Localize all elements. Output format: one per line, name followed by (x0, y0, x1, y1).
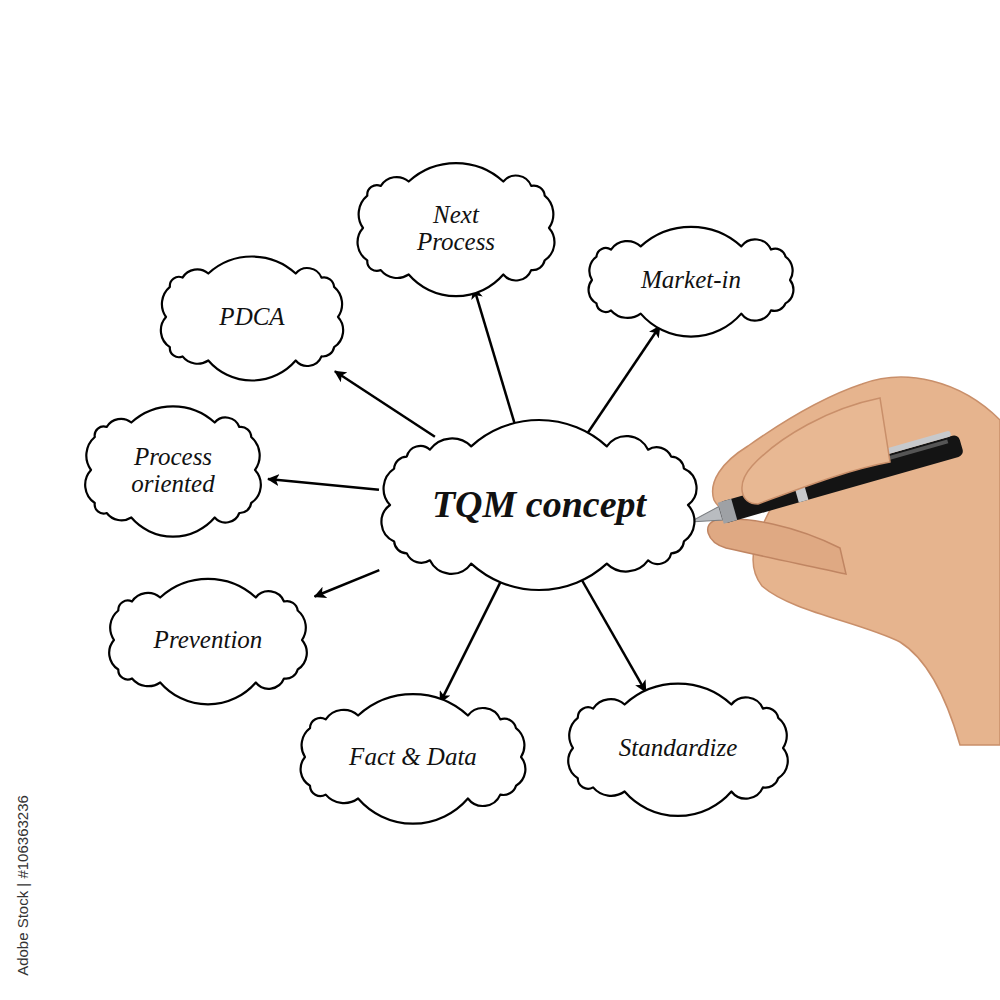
concept-cloud: Process oriented (84, 415, 262, 525)
concept-cloud: Prevention (107, 590, 309, 690)
cloud-content: PDCA (159, 266, 345, 368)
hand (713, 377, 1000, 745)
concept-label: Process oriented (113, 443, 233, 498)
arrow-connector (474, 288, 518, 436)
arrow-connector (579, 575, 646, 692)
concept-label: Prevention (154, 626, 263, 654)
concept-cloud: Next Process (356, 174, 556, 282)
concept-cloud: PDCA (159, 266, 345, 368)
hand-finger (742, 398, 890, 504)
cloud-content: Process oriented (84, 415, 262, 525)
arrow-connector (335, 371, 435, 437)
central-cloud: TQM concept (383, 439, 695, 571)
cloud-path (109, 579, 307, 705)
cloud-content: Next Process (356, 174, 556, 282)
arrow-connector (268, 479, 379, 490)
cloud-path (85, 406, 261, 536)
arrow-connector (586, 326, 660, 436)
concept-cloud: Standardize (566, 697, 790, 799)
concept-label: PDCA (219, 303, 284, 331)
cloud-path (381, 420, 696, 590)
central-title: TQM concept (432, 484, 646, 526)
watermark-id: Adobe Stock | #106363236 (14, 795, 31, 976)
cloud-path (568, 684, 788, 816)
arrow-connector (440, 575, 504, 703)
concept-label: Standardize (619, 734, 738, 762)
cloud-content: Prevention (107, 590, 309, 690)
hand-thumb (708, 519, 846, 574)
concept-label: Next Process (401, 201, 511, 256)
cloud-content: Fact & Data (298, 708, 528, 806)
cloud-path (161, 257, 343, 381)
arrow-connector (315, 570, 380, 596)
cloud-content: Standardize (566, 697, 790, 799)
concept-label: Fact & Data (349, 743, 477, 771)
cloud-path (301, 694, 526, 823)
cloud-path (358, 163, 555, 296)
cloud-content: TQM concept (383, 439, 695, 571)
cloud-content: Market-in (585, 239, 797, 321)
concept-cloud: Market-in (585, 239, 797, 321)
concept-cloud: Fact & Data (298, 708, 528, 806)
cloud-path (589, 227, 794, 337)
concept-label: Market-in (641, 266, 741, 294)
